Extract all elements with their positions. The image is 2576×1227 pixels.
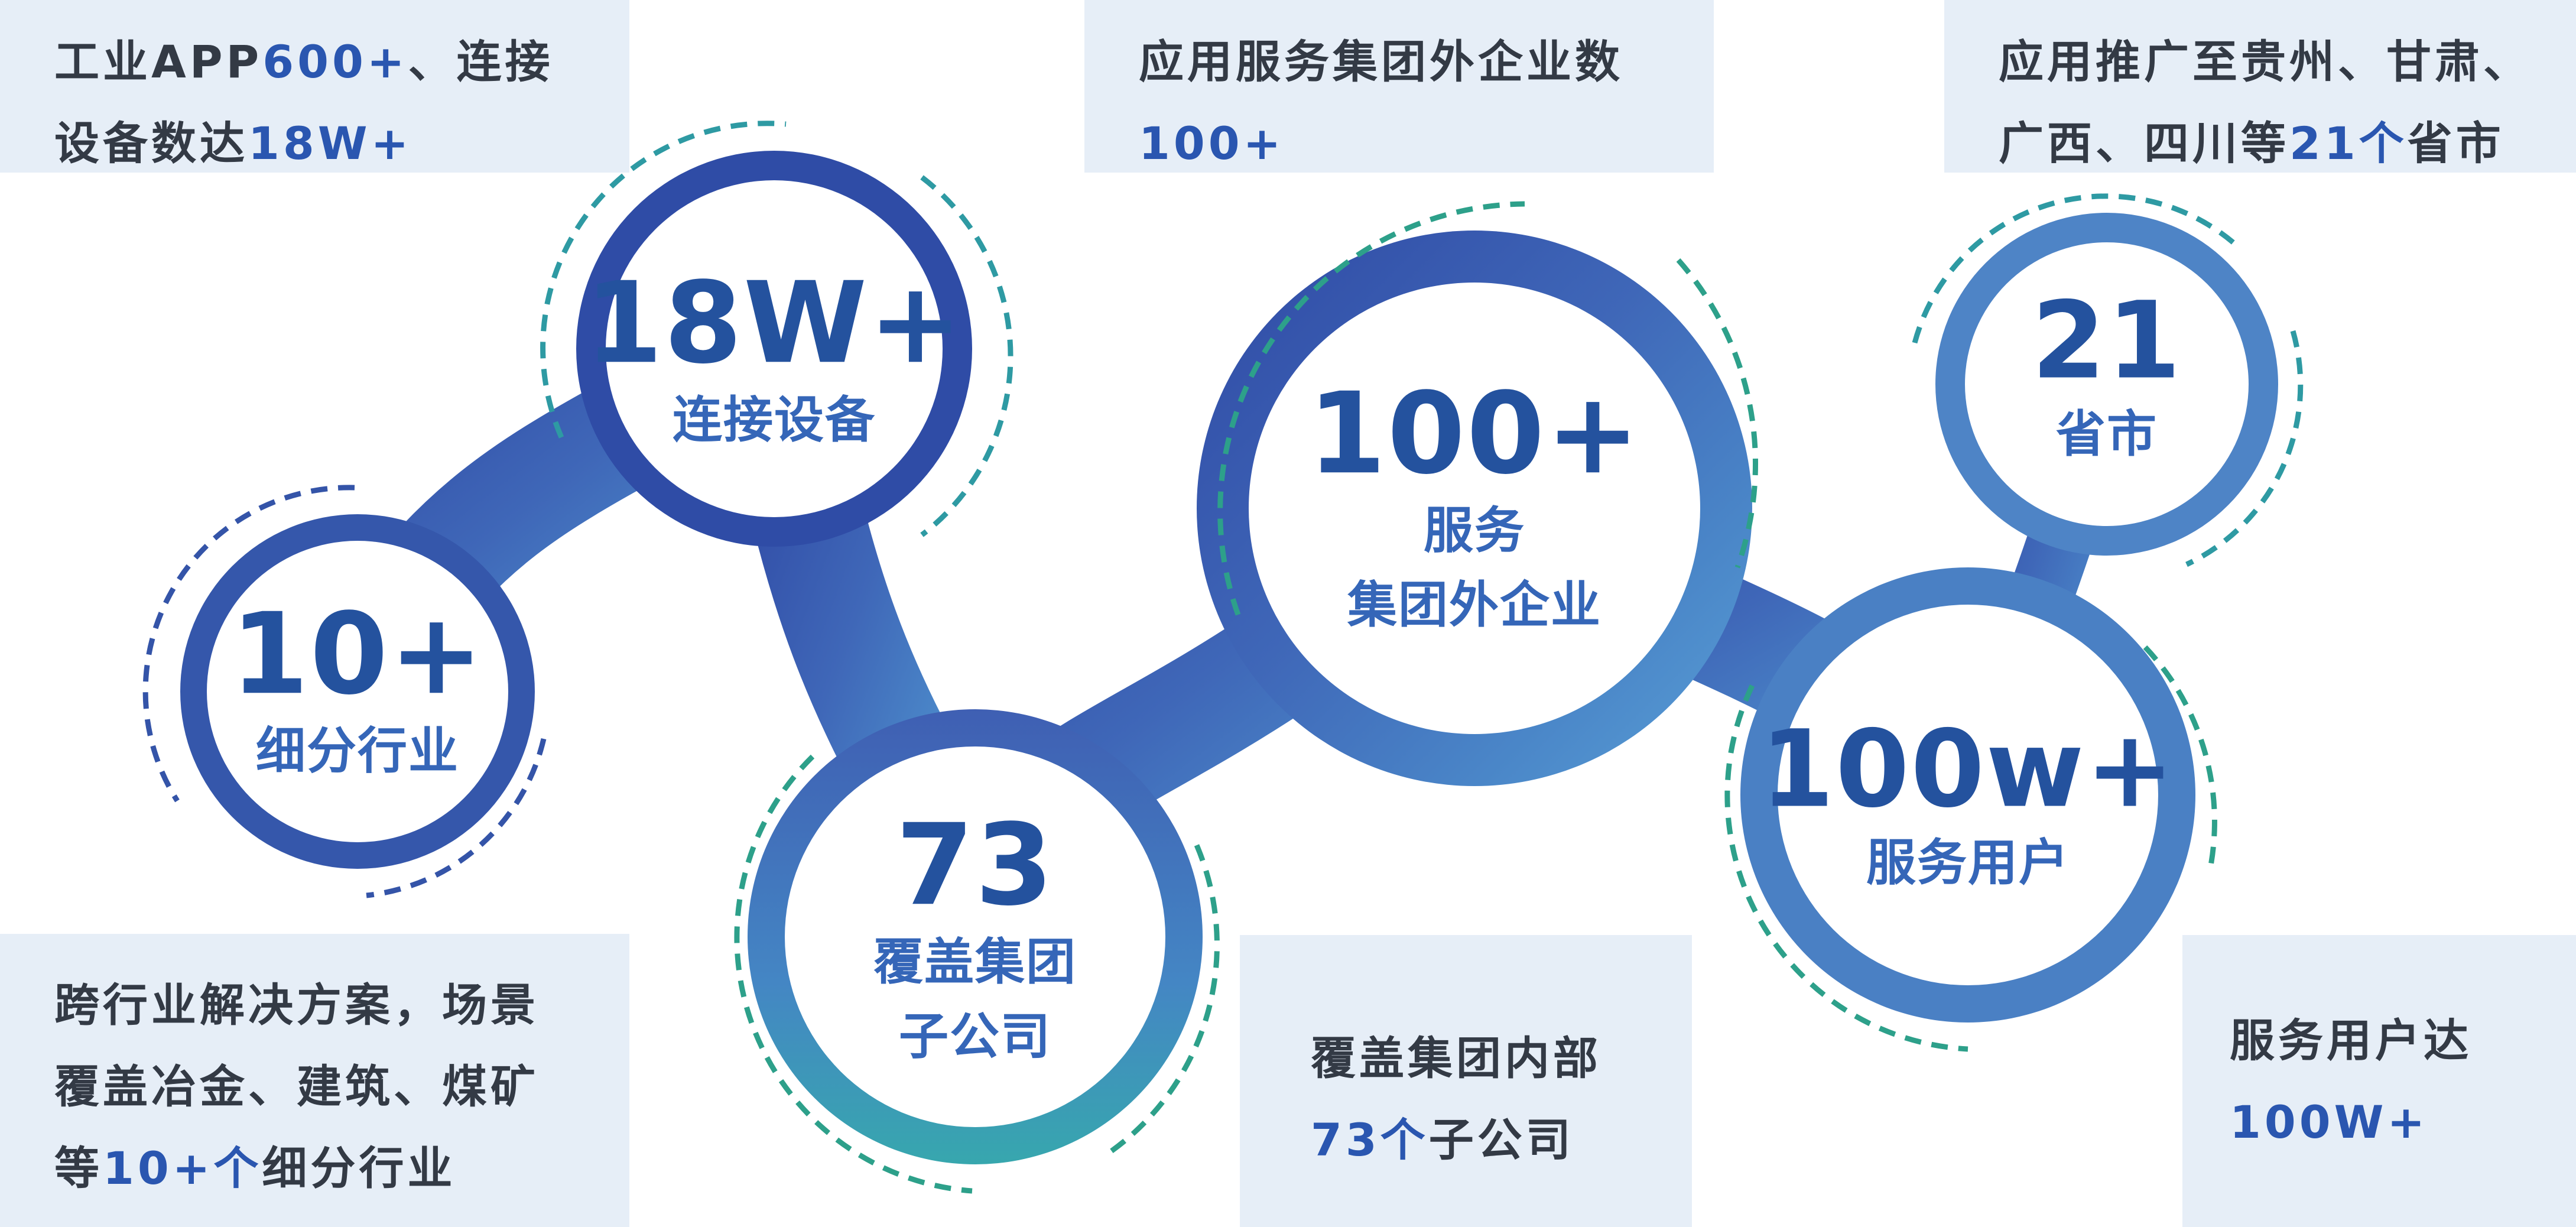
bubble-number: 21 (2031, 279, 2182, 403)
dashed-arcs (142, 121, 2304, 1194)
box-highlight: 100+ (1139, 117, 1285, 170)
info-box-top-center: 应用服务集团外企业数 100+ (1084, 0, 1714, 173)
bubble-number: 100+ (1308, 368, 1641, 499)
box-line: 100W+ (2230, 1082, 2576, 1163)
box-text: 细分行业 (262, 1142, 456, 1194)
bubble-label: 连接设备 (672, 390, 876, 449)
bubble-label: 子公司 (898, 1007, 1052, 1065)
box-line: 跨行业解决方案，场景 (54, 979, 539, 1031)
box-highlight: 100W+ (2230, 1096, 2429, 1148)
bubble-provinces: 21 省市 (2032, 285, 2182, 472)
bubble-users: 100w+ 服务用户 (1760, 714, 2176, 900)
box-line: 100+ (1139, 103, 1714, 184)
bubble-number: 10+ (230, 589, 485, 720)
bubble-label: 集团外企业 (1347, 575, 1602, 634)
box-text: 广西、四川等 (1999, 117, 2289, 170)
box-line: 覆盖集团内部 (1311, 1032, 1602, 1085)
bubble-label: 服务 (1423, 501, 1525, 559)
box-line: 应用服务集团外企业数 (1139, 35, 1623, 88)
ring-inner-discs (207, 180, 2249, 1127)
box-text: 、连接 (408, 35, 554, 88)
info-box-bottom-center: 覆盖集团内部 73个子公司 (1240, 935, 1692, 1227)
box-text: 设备数达 (54, 117, 248, 170)
info-box-bottom-left: 跨行业解决方案，场景 覆盖冶金、建筑、煤矿 等10+个细分行业 (0, 934, 629, 1227)
box-line: 工业APP600+、连接 (54, 21, 629, 103)
box-highlight: 21个 (2289, 117, 2408, 170)
box-text: 省市 (2407, 117, 2504, 170)
info-box-bottom-right: 服务用户达 100W+ (2182, 935, 2576, 1227)
bubble-industry: 10+ 细分行业 (230, 595, 485, 788)
bubble-label: 细分行业 (255, 721, 460, 780)
box-line: 73个子公司 (1311, 1099, 1692, 1181)
info-box-top-right: 应用推广至贵州、甘肃、 广西、四川等21个省市 (1944, 0, 2576, 173)
box-highlight: 10+个 (103, 1142, 262, 1194)
box-text: 等 (54, 1142, 103, 1194)
box-highlight: 73个 (1311, 1114, 1429, 1166)
box-line: 广西、四川等21个省市 (1999, 103, 2576, 184)
box-line: 等10+个细分行业 (54, 1128, 629, 1209)
bubble-enterprises: 100+ 服务 集团外企业 (1308, 375, 1641, 642)
box-highlight: 600+ (262, 35, 408, 88)
bubble-number: 100w+ (1760, 707, 2176, 832)
box-text: 子公司 (1428, 1114, 1574, 1166)
box-line: 服务用户达 (2230, 1014, 2472, 1067)
box-line: 设备数达18W+ (54, 103, 629, 184)
bubble-devices: 18W+ 连接设备 (584, 264, 963, 457)
box-line: 覆盖冶金、建筑、煤矿 (54, 1060, 539, 1113)
bubble-number: 18W+ (584, 258, 964, 389)
bubble-label: 省市 (2055, 405, 2158, 463)
info-box-top-left: 工业APP600+、连接 设备数达18W+ (0, 0, 629, 173)
box-line: 应用推广至贵州、甘肃、 (1999, 35, 2532, 88)
bubble-label: 服务用户 (1866, 833, 2070, 892)
bubble-label: 覆盖集团 (873, 932, 1077, 991)
box-highlight: 18W+ (248, 117, 412, 170)
bubble-number: 73 (895, 800, 1055, 931)
box-text: 工业APP (54, 35, 263, 88)
bubble-subsidiaries: 73 覆盖集团 子公司 (873, 806, 1077, 1073)
